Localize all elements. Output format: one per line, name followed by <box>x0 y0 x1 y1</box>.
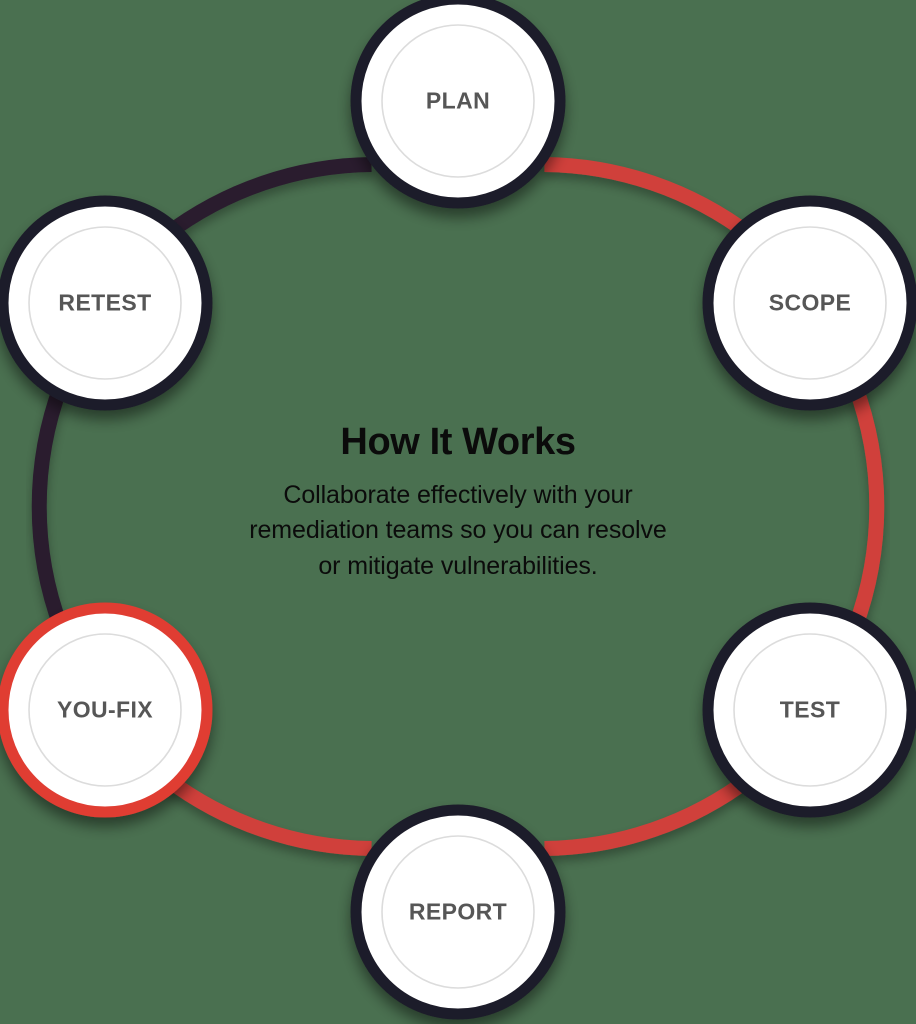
node-report[interactable] <box>350 804 566 1020</box>
node-test-inner-outline <box>733 633 887 787</box>
node-scope-inner-outline <box>733 226 887 380</box>
arc-plan-to-scope <box>544 157 755 241</box>
arc-you-fix-to-retest <box>31 382 69 631</box>
node-scope-ring[interactable] <box>702 195 916 411</box>
node-report-ring[interactable] <box>350 804 566 1020</box>
node-retest[interactable] <box>0 195 213 411</box>
arc-test-to-report <box>544 772 755 856</box>
node-report-inner-outline <box>381 835 535 989</box>
node-plan[interactable] <box>350 0 566 209</box>
node-you-fix[interactable] <box>0 602 213 818</box>
arc-report-to-you-fix <box>161 772 372 856</box>
node-you-fix-inner-outline <box>28 633 182 787</box>
node-retest-inner-outline <box>28 226 182 380</box>
node-retest-ring[interactable] <box>0 195 213 411</box>
node-test-ring[interactable] <box>702 602 916 818</box>
connector-arcs <box>31 157 885 856</box>
node-you-fix-ring[interactable] <box>0 602 213 818</box>
node-test[interactable] <box>702 602 916 818</box>
node-plan-inner-outline <box>381 24 535 178</box>
arc-scope-to-test <box>847 382 885 631</box>
arc-retest-to-plan <box>161 157 372 241</box>
node-plan-ring[interactable] <box>350 0 566 209</box>
node-scope[interactable] <box>702 195 916 411</box>
